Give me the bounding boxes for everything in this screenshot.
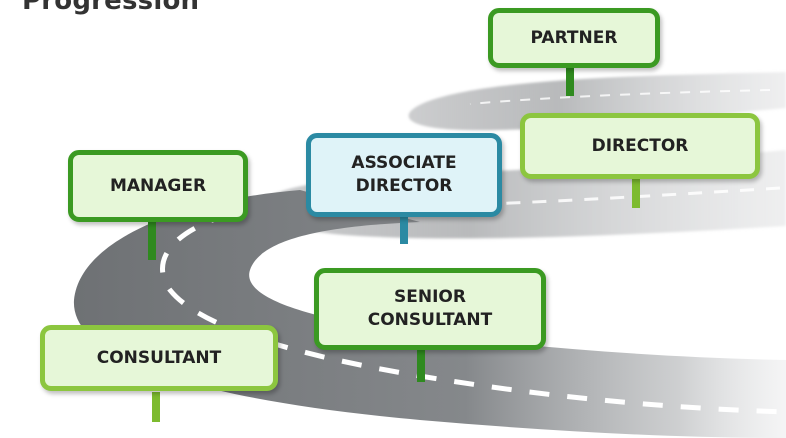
manager-post (148, 222, 156, 260)
stage-manager: MANAGER (68, 150, 248, 222)
stage-partner: PARTNER (488, 8, 660, 68)
diagram-title: Progression (22, 0, 200, 16)
stage-consultant: CONSULTANT (40, 325, 278, 391)
stage-senior-consultant: SENIOR CONSULTANT (314, 268, 546, 350)
road-far-dashes (469, 89, 771, 105)
consultant-post (152, 392, 160, 422)
associate-director-post (400, 214, 408, 244)
road-front-dashes (160, 211, 786, 415)
stage-director: DIRECTOR (520, 113, 760, 179)
senior-consultant-post (417, 348, 425, 382)
stage-associate-director: ASSOCIATE DIRECTOR (306, 133, 502, 217)
partner-post (566, 66, 574, 96)
director-post (632, 178, 640, 208)
